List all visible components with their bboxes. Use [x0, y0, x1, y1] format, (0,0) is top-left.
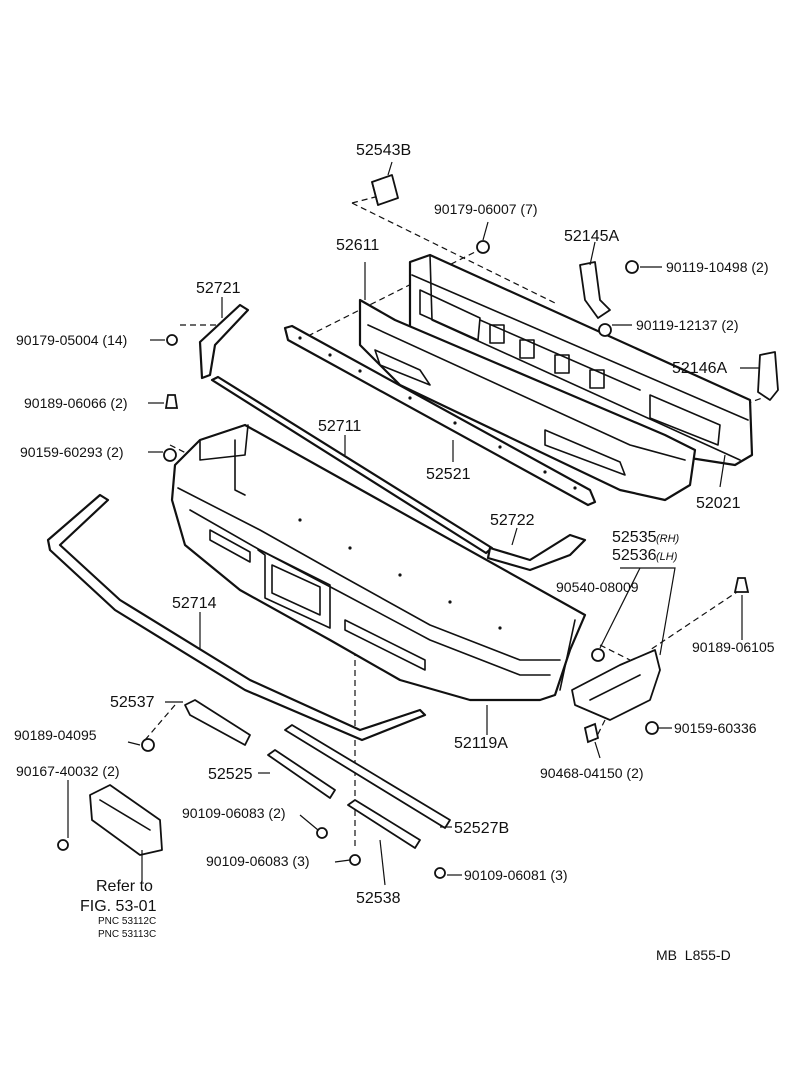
label-52146A: 52146A: [672, 360, 727, 377]
label-90119-12137: 90119-12137 (2): [636, 317, 738, 333]
label-52145A: 52145A: [564, 228, 619, 245]
bracket-52146A: [757, 351, 779, 401]
label-90109-06081: 90109-06081 (3): [464, 867, 568, 883]
side-retainer-52535-52536: [571, 649, 661, 721]
label-52611: 52611: [336, 237, 379, 254]
label-52714: 52714: [172, 595, 217, 612]
label-90109-06083-a: 90109-06083 (2): [182, 805, 286, 821]
retainer-52521: [283, 324, 597, 507]
bracket-52145A: [579, 261, 611, 319]
pad-52543B: [371, 174, 399, 206]
label-90189-06066: 90189-06066 (2): [24, 395, 128, 411]
side-moulding-52721: [198, 303, 250, 380]
label-52536: 52536: [612, 547, 657, 564]
label-90109-06083-b: 90109-06083 (3): [206, 853, 310, 869]
label-52537: 52537: [110, 694, 155, 711]
label-52538: 52538: [356, 890, 401, 907]
label-52527B: 52527B: [454, 820, 509, 837]
stay-52527B: [284, 724, 451, 829]
label-90189-04095: 90189-04095: [14, 727, 97, 743]
label-90540-08009: 90540-08009: [556, 579, 639, 595]
label-52525: 52525: [208, 766, 253, 783]
part-labels: 52543B 90179-06007 (7) 52611 52145A 9011…: [14, 142, 775, 963]
stay-52538: [347, 799, 421, 849]
reinforcement-52021: [408, 253, 754, 467]
label-90159-60293: 90159-60293 (2): [20, 444, 124, 460]
label-52543B: 52543B: [356, 142, 411, 159]
label-90167-40032: 90167-40032 (2): [16, 763, 120, 779]
label-refer-to: Refer to: [96, 878, 153, 895]
stay-52537: [184, 699, 251, 746]
label-52536-side: (LH): [656, 551, 678, 563]
license-bracket: [89, 784, 163, 856]
label-90159-60336: 90159-60336: [674, 720, 757, 736]
label-52521: 52521: [426, 466, 471, 483]
stay-52525: [267, 749, 336, 799]
label-pnc-1: PNC 53112C: [98, 916, 156, 927]
label-diagram-code: MB L855-D: [656, 947, 731, 963]
absorber-52611: [358, 298, 697, 502]
lower-moulding-52714: [46, 493, 427, 742]
label-52722: 52722: [490, 512, 535, 529]
bumper-cover-52119A: [170, 423, 587, 702]
label-52721: 52721: [196, 280, 241, 297]
label-90189-06105: 90189-06105: [692, 639, 775, 655]
fasteners: [57, 240, 750, 879]
label-52021: 52021: [696, 495, 741, 512]
label-90119-10498: 90119-10498 (2): [666, 259, 768, 275]
label-90468-04150: 90468-04150 (2): [540, 765, 644, 781]
label-52711: 52711: [318, 418, 361, 435]
label-52535-side: (RH): [656, 533, 680, 545]
label-90179-06007: 90179-06007 (7): [434, 201, 538, 217]
leader-lines: [67, 161, 760, 886]
side-moulding-52722: [486, 533, 587, 572]
label-fig-ref: FIG. 53-01: [80, 898, 157, 915]
label-52119A: 52119A: [454, 735, 508, 752]
label-pnc-2: PNC 53113C: [98, 929, 156, 940]
label-52535: 52535: [612, 529, 657, 546]
label-90179-05004: 90179-05004 (14): [16, 332, 127, 348]
